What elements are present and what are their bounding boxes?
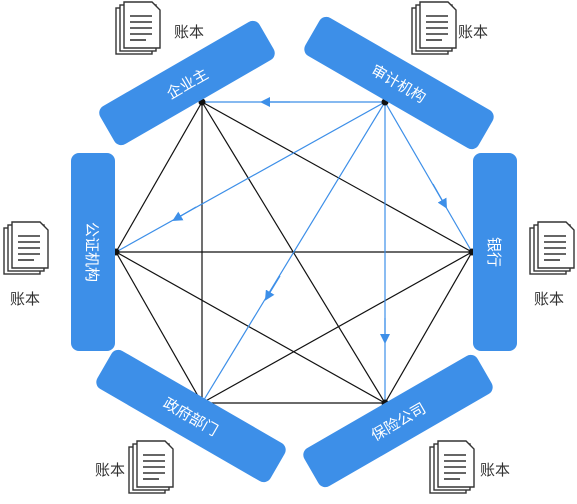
ledger-insurance: 账本: [429, 440, 510, 494]
document-icon: [411, 1, 457, 55]
node-bank[interactable]: 银行: [473, 153, 517, 351]
ledger-owner: 账本: [115, 1, 204, 55]
ledger-label: 账本: [458, 23, 488, 41]
ledger-notary: 账本: [3, 221, 49, 308]
edge-owner-notary: [115, 101, 203, 253]
ledger-label: 账本: [95, 461, 125, 479]
edge-bank-government: [201, 251, 473, 404]
edge-audit-government: [201, 101, 386, 404]
ledger-bank: 账本: [529, 221, 575, 308]
edge-bank-insurance: [384, 251, 473, 404]
edge-audit-notary: [115, 101, 386, 253]
edge-audit-bank: [384, 101, 473, 253]
document-icon: [3, 221, 49, 275]
ledger-label: 账本: [534, 290, 564, 308]
node-notary-agency[interactable]: 公证机构: [71, 153, 115, 351]
black-edges: [115, 101, 473, 404]
arrow-to-government: [264, 275, 281, 301]
document-icon: [429, 440, 475, 494]
ledger-label: 账本: [480, 461, 510, 479]
node-label-notary-agency: 公证机构: [83, 222, 101, 282]
edge-owner-bank: [201, 101, 473, 253]
node-enterprise-owner[interactable]: 企业主: [96, 18, 277, 148]
blue-edges: [115, 97, 473, 404]
ledger-label: 账本: [10, 290, 40, 308]
edge-insurance-notary: [115, 251, 386, 404]
ledger-government: 账本: [95, 440, 174, 494]
ledger-label: 账本: [174, 23, 204, 41]
edge-government-notary: [115, 251, 203, 404]
document-icon: [529, 221, 575, 275]
arrow-to-notary: [172, 206, 197, 222]
ledger-audit: 账本: [411, 1, 488, 55]
node-label-bank: 银行: [485, 237, 503, 267]
document-icon: [128, 440, 174, 494]
arrow-to-bank: [432, 183, 447, 209]
document-icon: [115, 1, 161, 55]
